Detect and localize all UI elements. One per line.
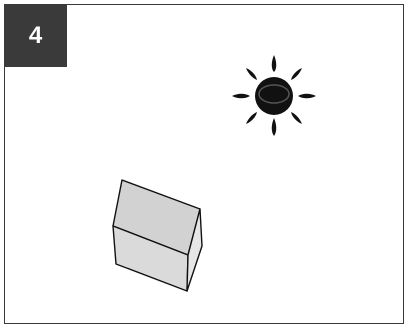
- sun-ray: [291, 112, 302, 124]
- illustration-panel: [4, 4, 404, 324]
- sun-icon: [232, 55, 316, 136]
- sun-highlight: [258, 84, 290, 104]
- cube-side-face: [186, 208, 203, 292]
- sun-ray: [271, 118, 277, 136]
- sun-ray: [291, 68, 302, 80]
- cube-icon: [112, 179, 203, 292]
- sun-ray: [271, 55, 277, 72]
- panel-number: 4: [28, 21, 43, 49]
- sun-ray: [232, 93, 250, 99]
- sun-ray: [246, 112, 257, 124]
- panel-number-badge: 4: [4, 4, 67, 67]
- sun-ray: [246, 68, 257, 80]
- sun-disc: [255, 77, 293, 115]
- sun-ray: [298, 93, 316, 99]
